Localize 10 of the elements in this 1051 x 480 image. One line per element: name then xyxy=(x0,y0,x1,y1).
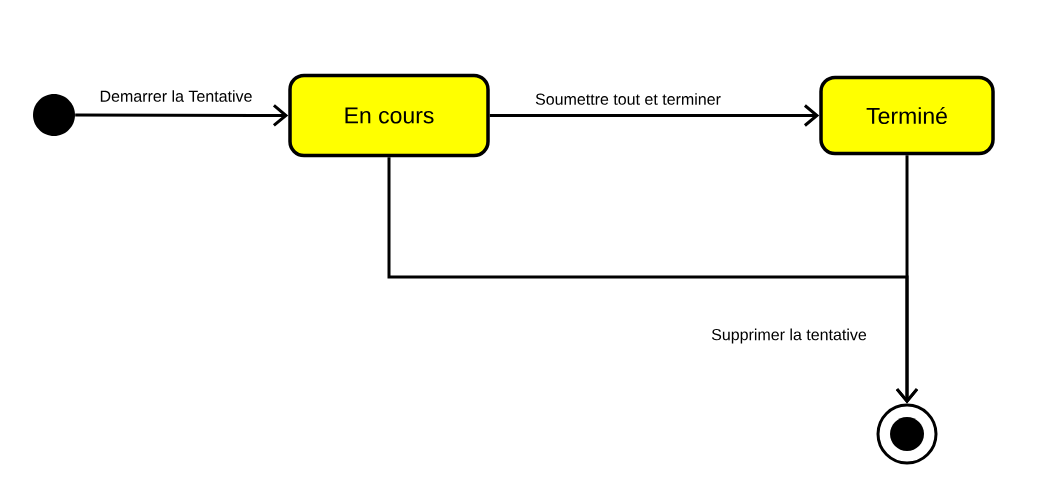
start-dot xyxy=(33,94,75,136)
state-box: En cours xyxy=(288,73,490,158)
edge-label: Demarrer la Tentative xyxy=(98,89,254,103)
state-box: Terminé xyxy=(819,75,995,156)
arrow xyxy=(895,155,919,404)
end-bullseye xyxy=(876,403,938,465)
arrow xyxy=(75,104,289,127)
arrow xyxy=(489,104,820,127)
edge-label: Soumettre tout et terminer xyxy=(534,92,722,106)
edge-label: Supprimer la tentative xyxy=(710,327,868,345)
